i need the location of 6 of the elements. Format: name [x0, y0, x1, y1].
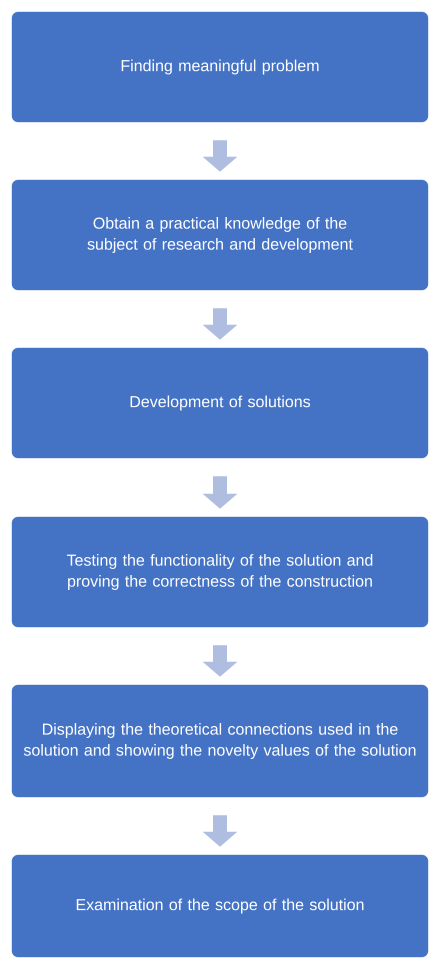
process-box: Finding meaningful problem — [12, 12, 428, 122]
process-box: Development of solutions — [12, 348, 428, 458]
process-box: Obtain a practical knowledge of the subject of research and development — [12, 180, 428, 290]
process-box: Testing the functionality of the solution and proving the correctness of the construction — [12, 516, 428, 628]
process-box: Displaying the theoretical connections used in the solution and showing the novelty values of the solution — [12, 684, 428, 798]
process-box: Examination of the scope of the solution — [12, 854, 428, 958]
